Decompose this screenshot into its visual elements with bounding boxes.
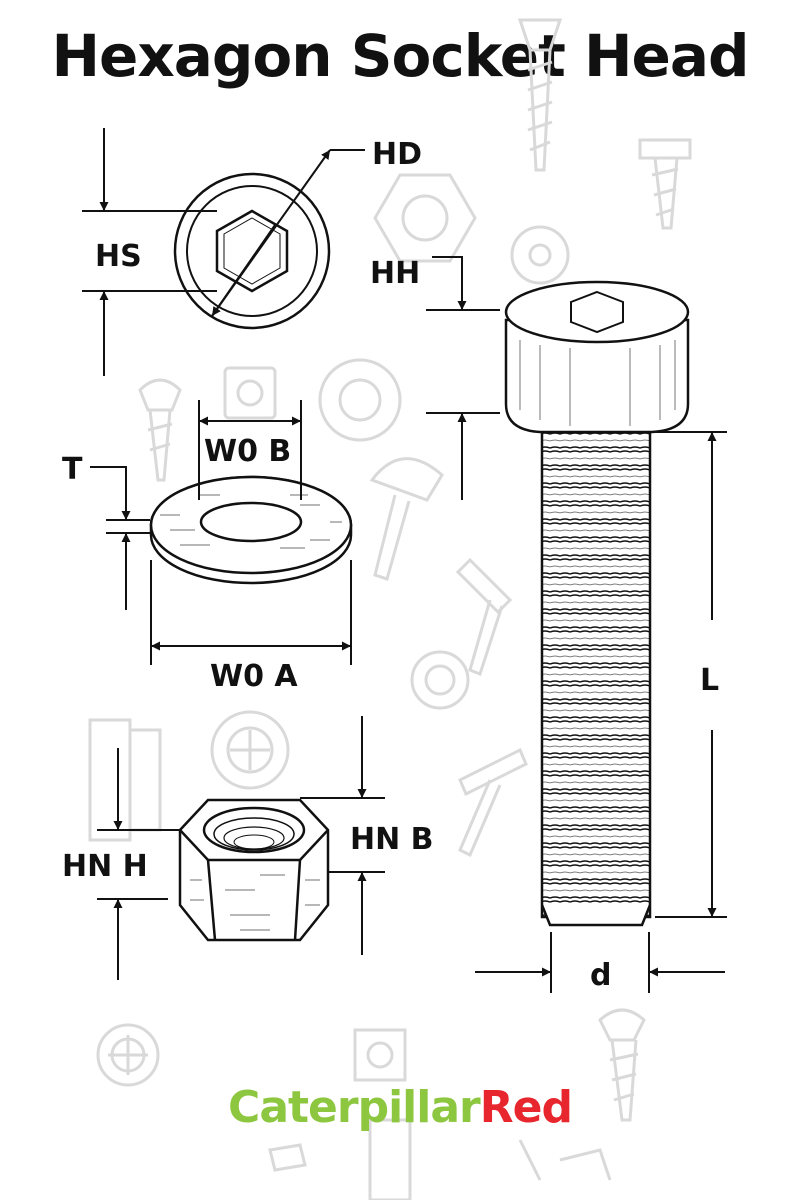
screw-icon (455, 557, 513, 676)
bolt-icon (369, 457, 444, 581)
nut-icon (223, 366, 277, 420)
washer-icon (410, 650, 470, 710)
label-hs: HS (95, 239, 142, 274)
background-icons (88, 18, 692, 1200)
hinge-icon (88, 718, 162, 842)
label-wob: W0 B (204, 434, 291, 469)
washer-icon (318, 358, 402, 442)
cap-screw-drawing (426, 256, 727, 993)
nut-icon (373, 173, 477, 263)
socket-head-top-view (82, 128, 365, 376)
brand-part-1: Caterpillar (228, 1082, 481, 1133)
label-hnh: HN H (62, 849, 148, 884)
label-d: d (590, 958, 611, 993)
brand-logo: CaterpillarRed (0, 1082, 800, 1133)
nut-icon (353, 1028, 407, 1082)
label-t: T (62, 452, 83, 487)
washer-icon (210, 710, 290, 790)
bolt-icon (268, 1118, 612, 1200)
label-woa: W0 A (210, 659, 298, 694)
screw-icon (598, 1008, 646, 1122)
label-l: L (700, 663, 719, 698)
screw-icon (517, 18, 563, 172)
label-hh: HH (370, 256, 420, 291)
washer-icon (96, 1023, 160, 1087)
label-hd: HD (372, 137, 422, 172)
washer-drawing (90, 400, 353, 665)
screw-icon (138, 378, 182, 482)
page-title: Hexagon Socket Head (51, 22, 749, 90)
hex-nut-drawing (97, 716, 385, 980)
screw-icon (638, 138, 692, 230)
washer-icon (510, 225, 570, 285)
screw-icon (458, 747, 528, 858)
label-hnb: HN B (350, 822, 434, 857)
brand-part-2: Red (479, 1082, 573, 1133)
